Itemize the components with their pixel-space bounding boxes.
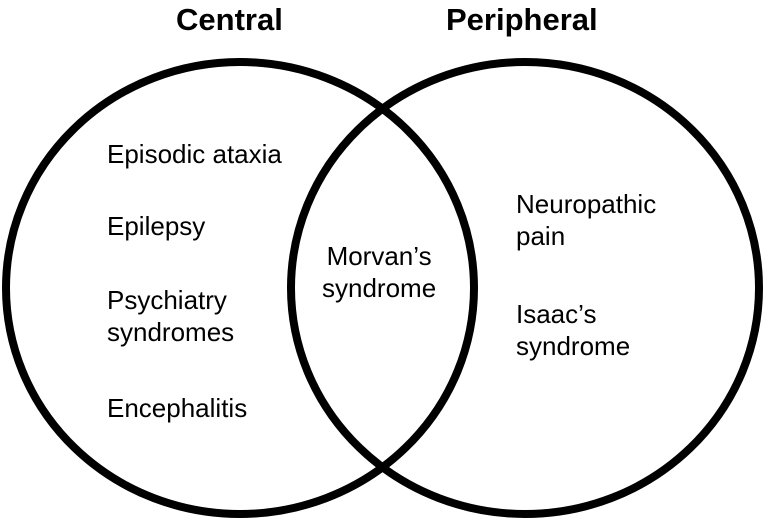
- peripheral-item-isaacs-syndrome: Isaac’s syndrome: [516, 298, 630, 362]
- item-line: syndrome: [516, 331, 631, 361]
- item-line: syndromes: [107, 317, 235, 347]
- peripheral-circle: [287, 58, 763, 518]
- item-line: Psychiatry: [107, 285, 227, 315]
- item-line: syndrome: [322, 273, 437, 303]
- peripheral-item-neuropathic-pain: Neuropathic pain: [516, 188, 656, 252]
- central-item-episodic-ataxia: Episodic ataxia: [107, 138, 282, 170]
- central-circle: [2, 58, 478, 518]
- item-line: Encephalitis: [107, 393, 248, 423]
- item-line: Morvan’s: [326, 241, 432, 271]
- item-line: pain: [516, 221, 566, 251]
- item-line: Epilepsy: [107, 211, 206, 241]
- item-line: Neuropathic: [516, 189, 657, 219]
- item-line: Episodic ataxia: [107, 139, 282, 169]
- central-set-title: Central: [176, 2, 283, 37]
- peripheral-set-title: Peripheral: [446, 2, 598, 37]
- central-item-encephalitis: Encephalitis: [107, 392, 247, 424]
- overlap-item-morvans-syndrome: Morvan’s syndrome: [322, 240, 436, 304]
- central-item-psychiatry-syndromes: Psychiatry syndromes: [107, 284, 234, 348]
- item-line: Isaac’s: [516, 299, 597, 329]
- central-item-epilepsy: Epilepsy: [107, 210, 205, 242]
